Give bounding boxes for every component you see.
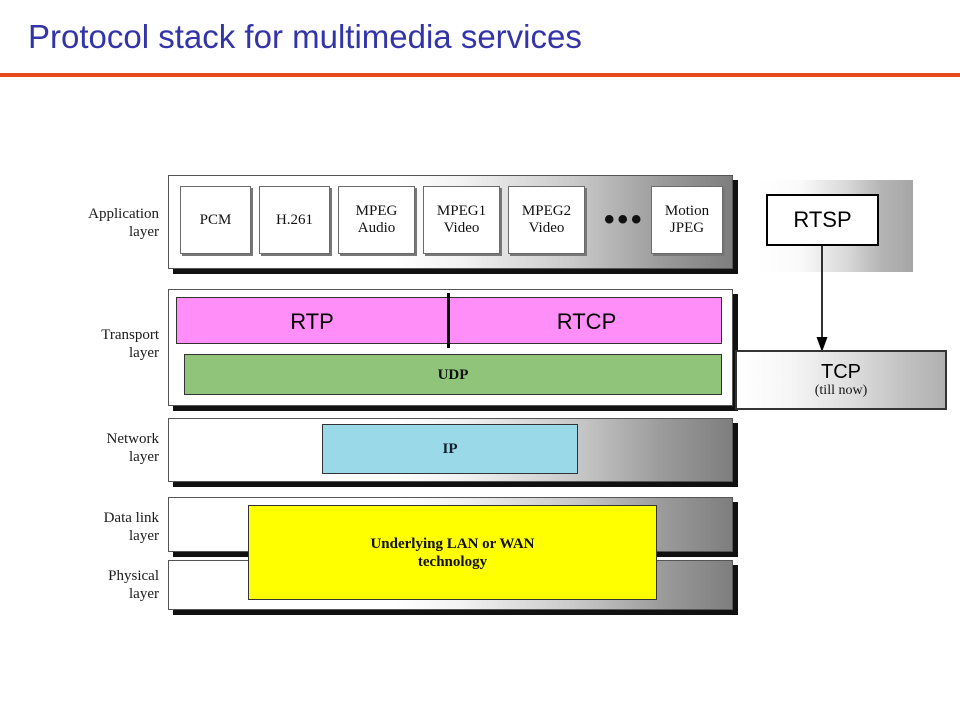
layer-label-transport-line1: Transport — [101, 327, 159, 343]
codec-label-mpeg1-video-line2: Video — [443, 220, 480, 236]
codec-box-motion-jpeg[interactable]: Motion JPEG — [651, 186, 723, 254]
protocol-label-udp: UDP — [437, 366, 469, 383]
underlying-label-line2: technology — [417, 553, 488, 570]
layer-label-physical-line2: layer — [129, 586, 159, 602]
title-divider-rule — [0, 73, 960, 77]
codec-label-mpeg1-video-line1: MPEG1 — [436, 203, 487, 219]
codec-box-mpeg-audio[interactable]: MPEG Audio — [338, 186, 415, 254]
codec-box-mpeg1-video[interactable]: MPEG1 Video — [423, 186, 500, 254]
layer-label-network-line2: layer — [129, 449, 159, 465]
page-title: Protocol stack for multimedia services — [28, 18, 582, 55]
codec-label-mpeg-audio-line2: Audio — [357, 220, 396, 236]
underlying-label-line1: Underlying LAN or WAN — [370, 535, 535, 552]
layer-label-application: Application layer — [0, 205, 159, 241]
rtsp-box[interactable]: RTSP — [766, 194, 879, 246]
ellipsis-icon: ••• — [604, 203, 645, 236]
tcp-note-label: (till now) — [814, 383, 868, 398]
codec-box-h261[interactable]: H.261 — [259, 186, 330, 254]
codec-box-mpeg2-video[interactable]: MPEG2 Video — [508, 186, 585, 254]
layer-label-application-line2: layer — [129, 224, 159, 240]
protocol-label-rtp: RTP — [290, 309, 334, 334]
layer-label-transport-line2: layer — [129, 345, 159, 361]
codec-box-pcm[interactable]: PCM — [180, 186, 251, 254]
layer-label-application-line1: Application — [88, 206, 159, 222]
codec-label-mpeg2-video-line2: Video — [528, 220, 565, 236]
layer-label-physical-line1: Physical — [108, 568, 159, 584]
rtsp-label: RTSP — [793, 207, 852, 232]
codec-label-mpeg2-video-line1: MPEG2 — [521, 203, 572, 219]
protocol-block-ip[interactable]: IP — [322, 424, 578, 474]
protocol-label-ip: IP — [442, 440, 458, 457]
layer-label-network-line1: Network — [106, 431, 160, 447]
layer-label-datalink: Data link layer — [0, 509, 159, 545]
protocol-block-udp[interactable]: UDP — [184, 354, 722, 395]
protocol-block-underlying-lan-wan[interactable]: Underlying LAN or WAN technology — [248, 505, 657, 600]
codec-label-pcm: PCM — [199, 211, 232, 228]
protocol-label-rtcp: RTCP — [556, 309, 617, 334]
layer-label-physical: Physical layer — [0, 567, 159, 603]
layer-label-datalink-line2: layer — [129, 528, 159, 544]
layer-label-network: Network layer — [0, 430, 160, 466]
codec-label-motion-jpeg-line2: JPEG — [669, 220, 705, 236]
tcp-label: TCP — [821, 361, 861, 383]
codec-label-mpeg-audio-line1: MPEG — [355, 203, 398, 219]
rtp-rtcp-divider — [447, 293, 450, 348]
tcp-box[interactable]: TCP (till now) — [735, 350, 947, 410]
codec-label-h261: H.261 — [275, 211, 314, 228]
codec-label-motion-jpeg-line1: Motion — [664, 203, 710, 219]
layer-label-datalink-line1: Data link — [103, 510, 159, 526]
layer-label-transport: Transport layer — [0, 326, 159, 362]
